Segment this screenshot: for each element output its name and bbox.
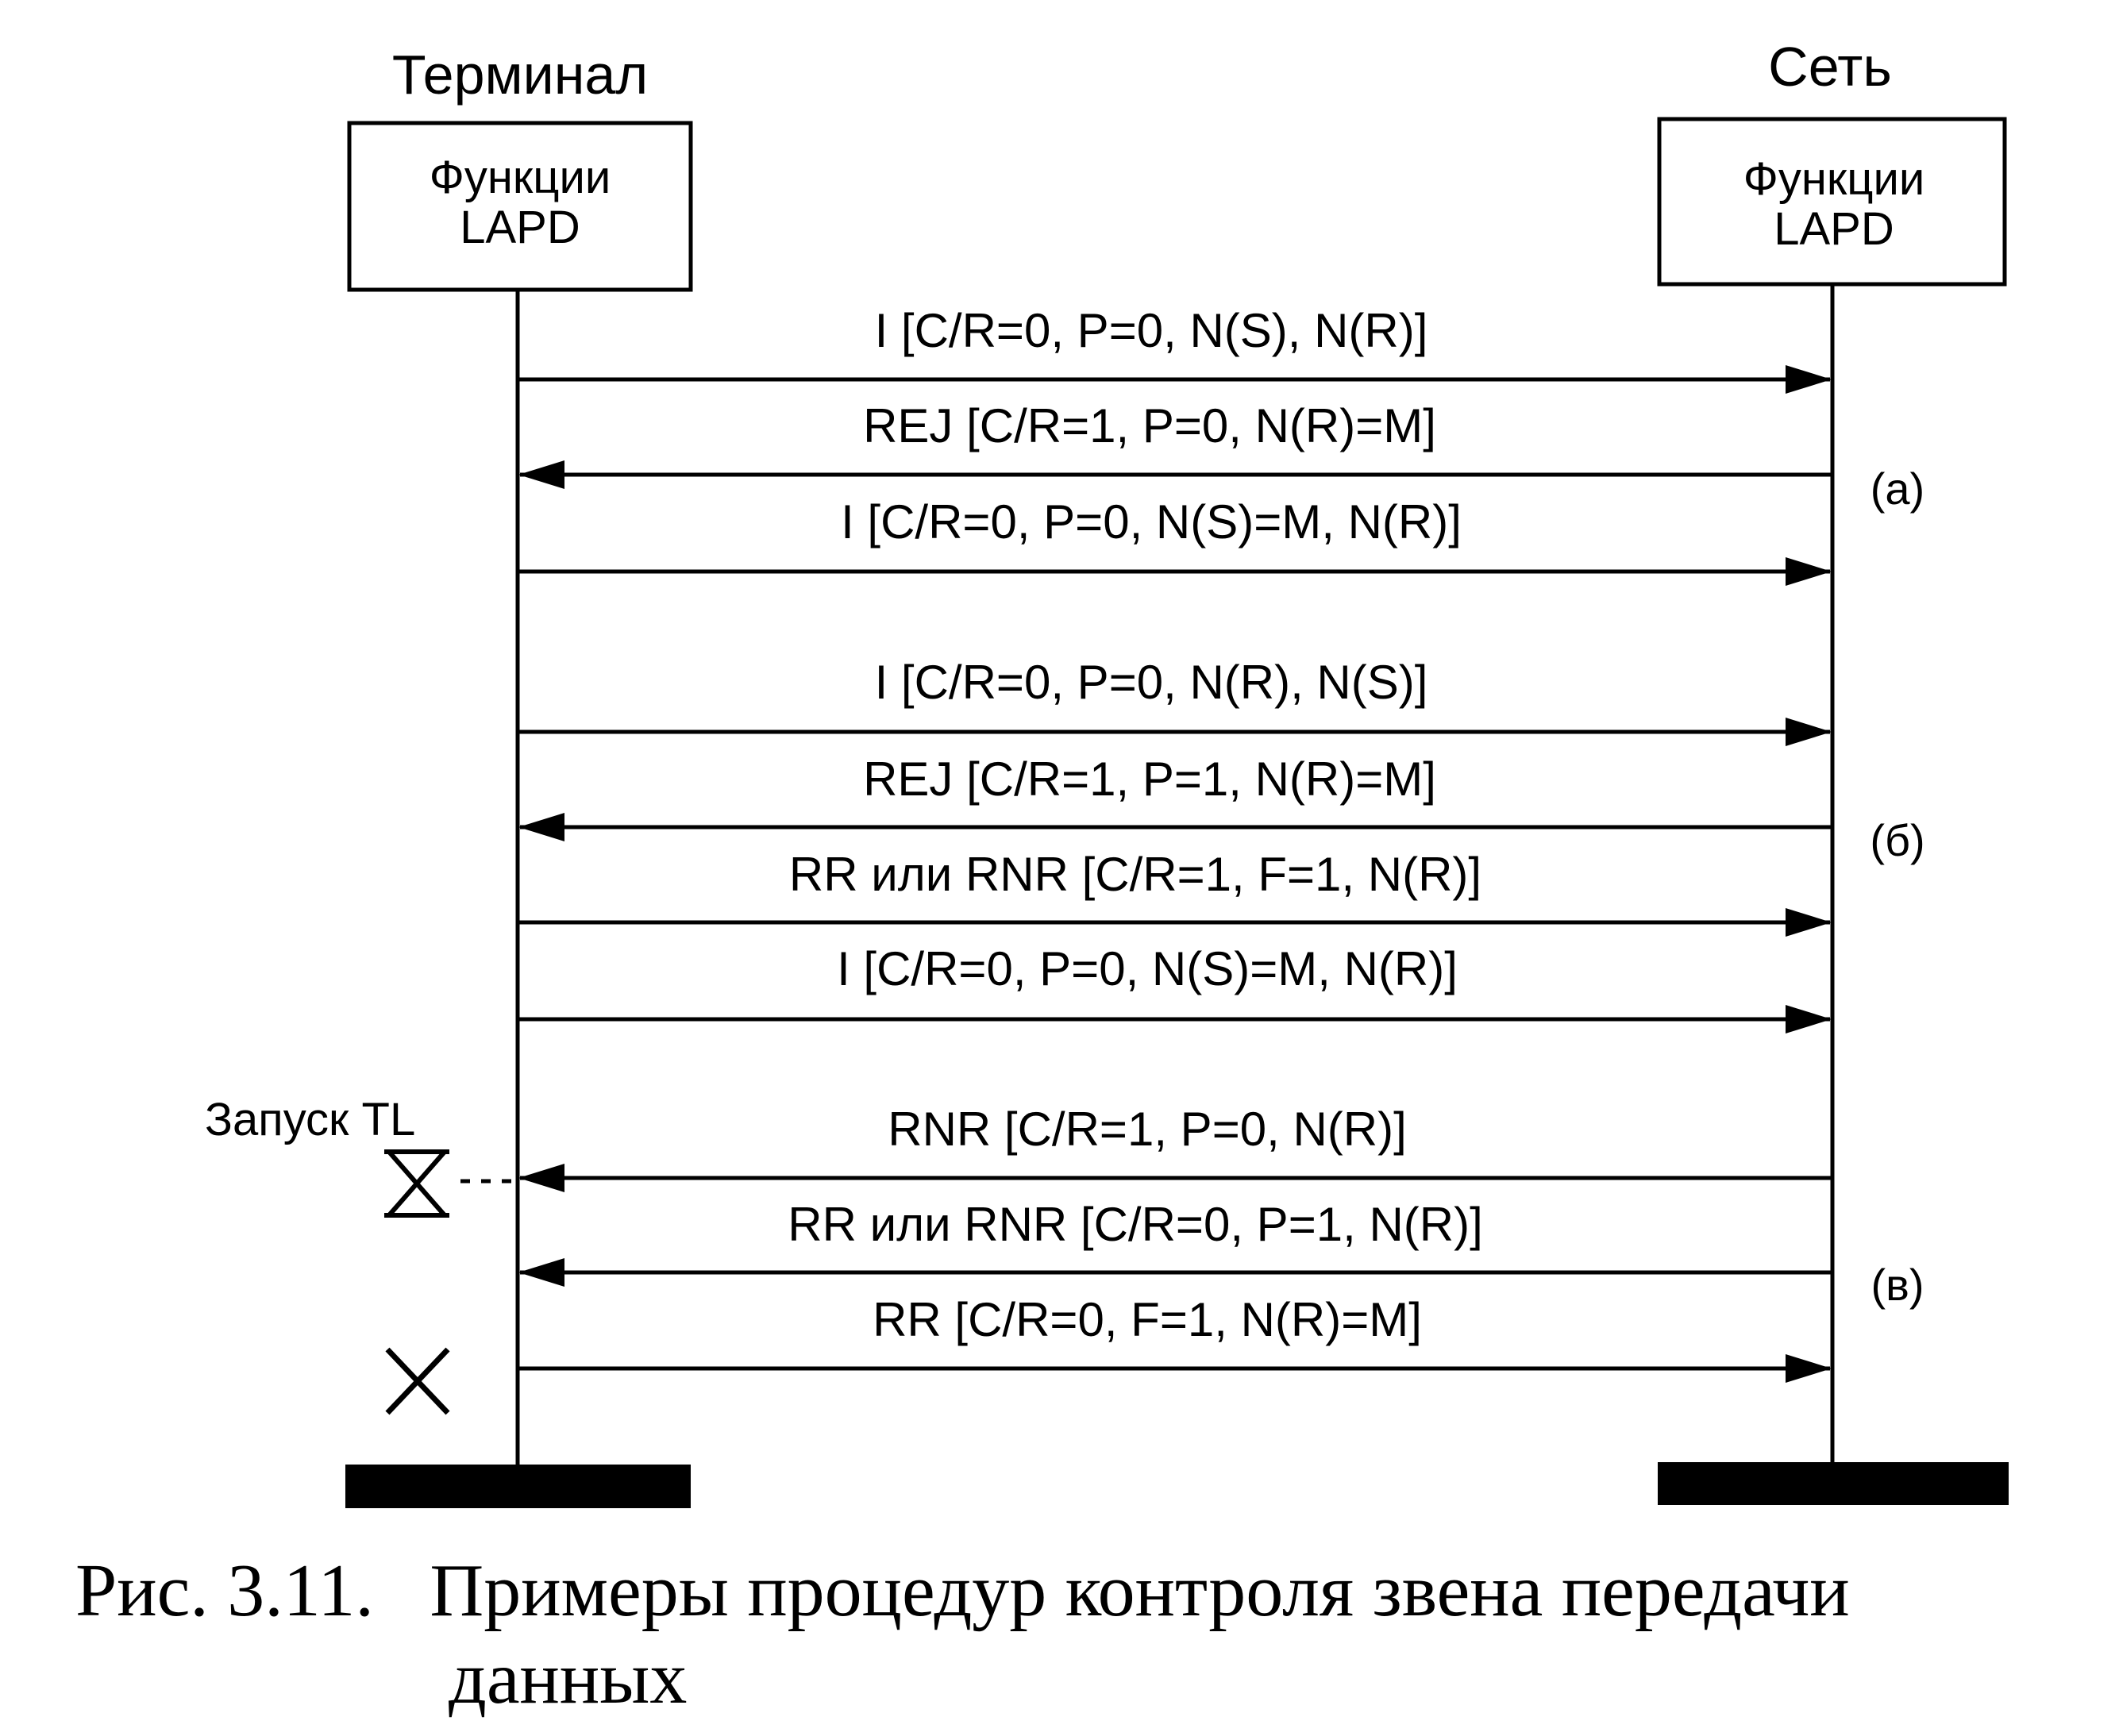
network-box <box>1657 117 2007 287</box>
message-label: REJ [C/R=1, P=0, N(R)=M] <box>863 399 1436 452</box>
message-label: I [C/R=0, P=0, N(S)=M, N(R)] <box>841 495 1462 549</box>
message-label: I [C/R=0, P=0, N(S), N(R)] <box>875 304 1428 357</box>
cross-icon <box>385 1347 450 1415</box>
figure-caption-line1: Рис. 3.11. Примеры процедур контроля зве… <box>75 1549 1850 1632</box>
terminal-base-bar <box>345 1465 691 1508</box>
network-title: Сеть <box>1768 36 1892 98</box>
network-box-line2: LAPD <box>1774 203 1894 255</box>
hourglass-icon <box>384 1149 449 1218</box>
terminal-box-line2: LAPD <box>460 202 580 253</box>
message-label: RR или RNR [C/R=1, F=1, N(R)] <box>789 848 1481 901</box>
message-label: RR [C/R=0, F=1, N(R)=M] <box>873 1293 1422 1346</box>
group-label-b: (б) <box>1870 815 1924 865</box>
message-label: I [C/R=0, P=0, N(R), N(S)] <box>875 656 1428 709</box>
network-base-bar <box>1658 1462 2009 1505</box>
message-label: REJ [C/R=1, P=1, N(R)=M] <box>863 753 1436 806</box>
timer-start-label: Запуск TL <box>205 1094 415 1145</box>
network-box-line1: Функции <box>1743 153 1925 205</box>
figure-caption-line2: данных <box>449 1637 687 1719</box>
terminal-box-line1: Функции <box>430 152 611 203</box>
message-label: RR или RNR [C/R=0, P=1, N(R)] <box>788 1198 1483 1251</box>
message-label: RNR [C/R=1, P=0, N(R)] <box>888 1103 1406 1156</box>
terminal-box <box>347 121 693 292</box>
message-label: I [C/R=0, P=0, N(S)=M, N(R)] <box>837 942 1458 995</box>
terminal-title: Терминал <box>392 44 648 106</box>
group-label-c: (в) <box>1870 1260 1924 1310</box>
group-label-a: (а) <box>1870 464 1924 514</box>
